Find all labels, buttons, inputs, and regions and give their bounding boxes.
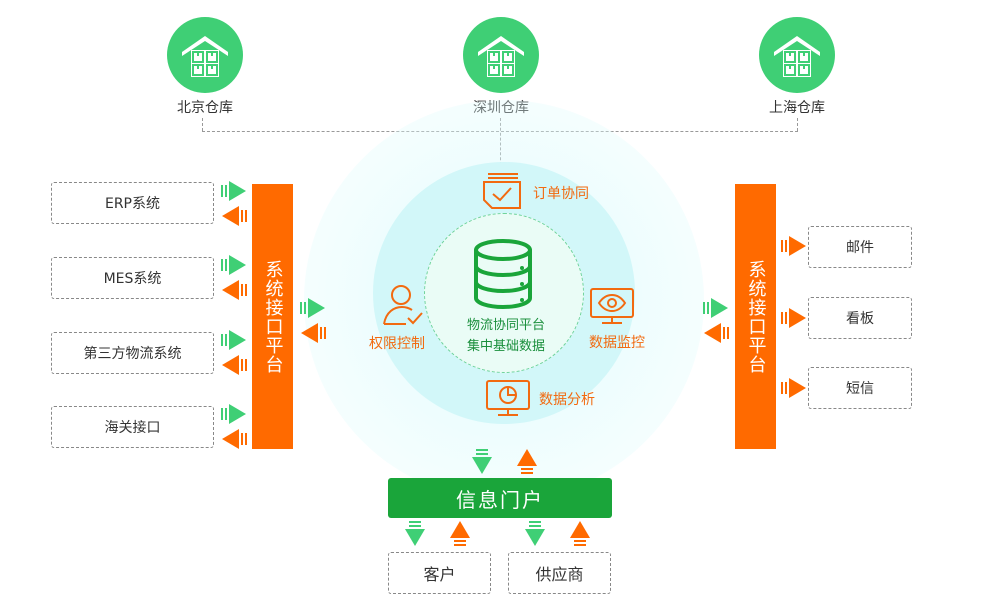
warehouse-label-shanghai: 上海仓库 [769, 100, 825, 116]
user-check-icon [383, 285, 423, 325]
down-arrow-icon [525, 521, 545, 546]
connector-line [797, 118, 798, 131]
customer-box: 客户 [388, 552, 491, 594]
center-title: 物流协同平台 [466, 318, 545, 333]
up-arrow-icon [570, 521, 590, 546]
database-icon [474, 239, 532, 309]
pie-chart-monitor-icon [486, 380, 530, 416]
output-box-sms: 短信 [808, 367, 912, 409]
down-arrow-icon [472, 449, 492, 474]
output-box-email: 邮件 [808, 226, 912, 268]
warehouse-icon-shenzhen [463, 17, 539, 93]
bidirectional-arrow-icon [703, 298, 729, 343]
left-interface-platform: 系统接口平台 [252, 184, 293, 449]
bidirectional-arrow-icon [221, 181, 247, 226]
system-box-erp: ERP系统 [51, 182, 214, 224]
feature-monitor: 数据监控 [589, 335, 645, 351]
order-document-icon [483, 173, 521, 209]
supplier-box: 供应商 [508, 552, 611, 594]
bidirectional-arrow-icon [221, 330, 247, 375]
warehouse-label-beijing: 北京仓库 [177, 100, 233, 116]
center-subtitle: 集中基础数据 [466, 339, 545, 354]
feature-analysis: 数据分析 [539, 392, 595, 408]
information-portal: 信息门户 [388, 478, 612, 518]
system-box-logistics: 第三方物流系统 [51, 332, 214, 374]
right-arrow-icon [781, 378, 806, 398]
system-box-customs: 海关接口 [51, 406, 214, 448]
left-platform-label: 系统接口平台 [262, 259, 284, 374]
down-arrow-icon [405, 521, 425, 546]
bidirectional-arrow-icon [221, 404, 247, 449]
up-arrow-icon [517, 449, 537, 474]
right-platform-label: 系统接口平台 [745, 259, 767, 374]
up-arrow-icon [450, 521, 470, 546]
feature-order-sync: 订单协同 [533, 186, 589, 202]
right-arrow-icon [781, 308, 806, 328]
warehouse-icon-shanghai [759, 17, 835, 93]
connector-line [202, 118, 203, 131]
right-arrow-icon [781, 236, 806, 256]
monitor-eye-icon [590, 288, 634, 324]
right-interface-platform: 系统接口平台 [735, 184, 776, 449]
feature-permission: 权限控制 [369, 336, 425, 352]
warehouse-icon-beijing [167, 17, 243, 93]
bidirectional-arrow-icon [221, 255, 247, 300]
bidirectional-arrow-icon [300, 298, 326, 343]
system-box-mes: MES系统 [51, 257, 214, 299]
output-box-dashboard: 看板 [808, 297, 912, 339]
